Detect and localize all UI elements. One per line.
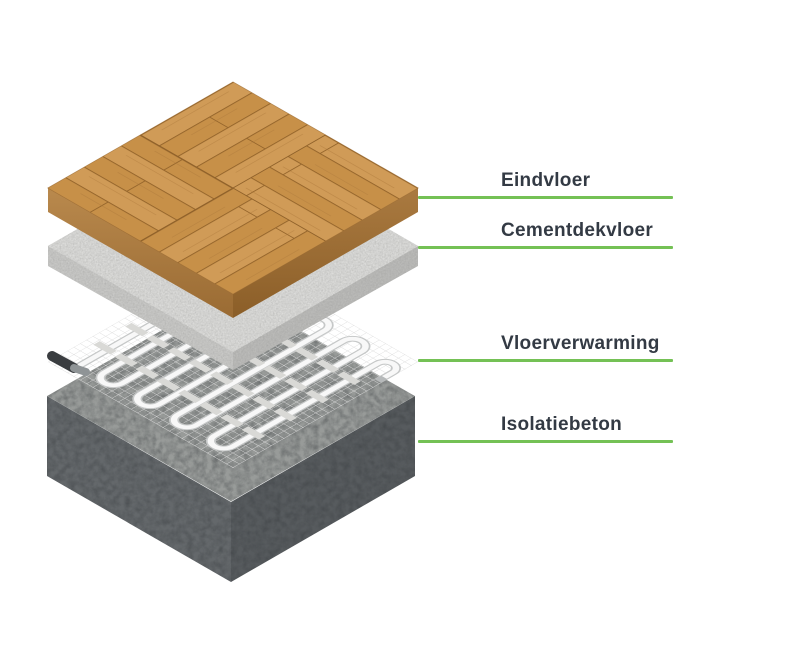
concrete-left-face [47,396,231,582]
layer-label-isolatiebeton: Isolatiebeton [418,413,673,443]
leader-line [418,440,673,443]
layer-label-text: Cementdekvloer [501,220,654,241]
parquet-border [47,81,419,295]
layer-label-eindvloer: Eindvloer [418,169,673,199]
concrete-right-face [231,396,415,582]
layer-label-text: Vloerverwarming [501,333,660,354]
layer-label-text: Eindvloer [501,170,591,191]
layer-label-cementdekvloer: Cementdekvloer [418,219,673,249]
layer-label-text: Isolatiebeton [501,414,623,435]
wood-top-face [47,81,419,295]
heating-pipe [69,273,400,451]
wood-right-face [233,188,418,318]
power-connector [47,351,79,373]
layer-label-vloerverwarming: Vloerverwarming [418,332,673,362]
parquet-seams [139,134,327,242]
leader-line [418,246,673,249]
leader-line [418,196,673,199]
layer-eindvloer-graphic [47,81,419,318]
wood-left-face [48,188,233,318]
pipe-end-cap [374,375,388,383]
leader-line [418,359,673,362]
cement-right-face [233,246,418,370]
connector-coupling [70,364,90,376]
cement-left-face [48,246,233,370]
